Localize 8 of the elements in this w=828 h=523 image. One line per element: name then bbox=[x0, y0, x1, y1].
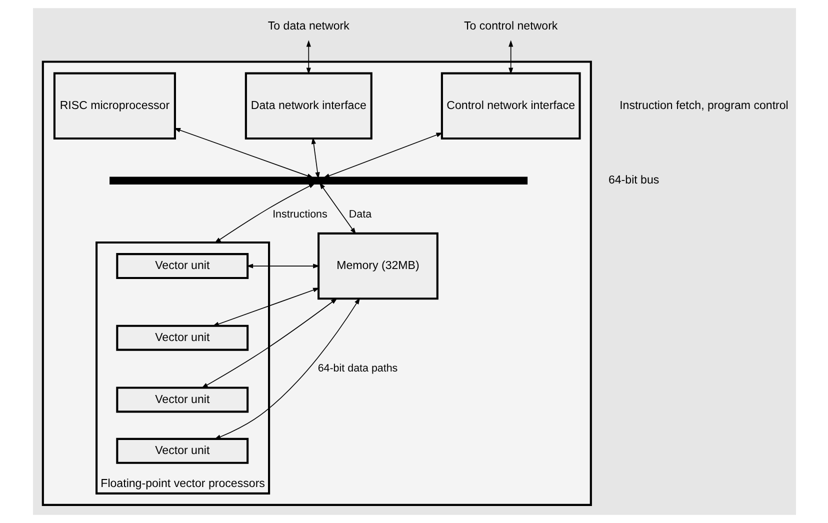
edge-label: Instructions bbox=[272, 208, 327, 220]
edge-label: 64-bit data paths bbox=[317, 362, 398, 375]
node-label: Floating-point vector processors bbox=[100, 478, 264, 490]
node-text: To control network bbox=[464, 20, 558, 32]
label: Instruction fetch, program control bbox=[619, 100, 788, 112]
node-text: To data network bbox=[267, 20, 349, 32]
label: 64-bit bus bbox=[608, 174, 659, 187]
edge-label: Data bbox=[348, 208, 372, 220]
